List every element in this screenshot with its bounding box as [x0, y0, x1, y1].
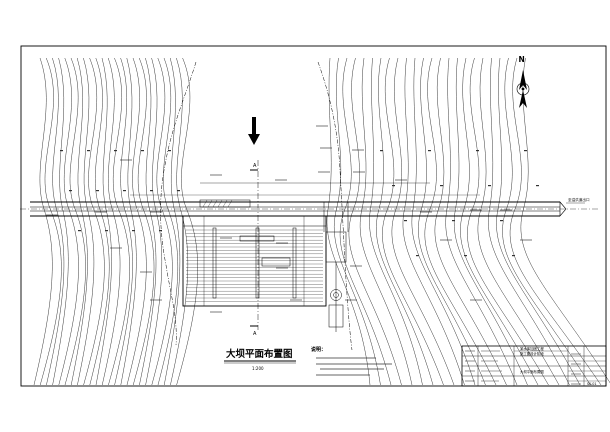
elevation-mark	[96, 190, 99, 192]
notes-text-lines	[316, 357, 392, 376]
elevation-mark	[464, 255, 467, 257]
elevation-mark	[168, 150, 171, 152]
elevation-mark	[512, 255, 515, 257]
elevation-mark	[404, 220, 407, 222]
elevation-mark	[141, 150, 144, 152]
contour-line	[502, 57, 591, 386]
elevation-mark	[536, 185, 539, 187]
contour-line	[339, 57, 392, 386]
elevation-mark	[87, 150, 90, 152]
contour-elevation-marks	[60, 150, 539, 257]
elevation-mark	[78, 230, 81, 232]
contour-line	[402, 57, 465, 386]
contour-line	[77, 57, 95, 386]
contour-line	[333, 57, 381, 386]
contour-line	[454, 57, 528, 386]
contour-line	[52, 57, 69, 386]
sheet-border	[20, 45, 607, 387]
contour-line	[83, 57, 105, 386]
excavation-boundary-right	[317, 61, 353, 351]
spillway-apron	[182, 215, 327, 307]
flow-direction-arrow	[248, 117, 260, 145]
contour-line	[126, 57, 147, 386]
annotation-marks	[46, 125, 532, 313]
elevation-mark	[69, 190, 72, 192]
contour-line	[411, 57, 476, 386]
contour-line	[326, 57, 371, 386]
elevation-mark	[159, 230, 162, 232]
contour-line	[108, 57, 130, 386]
notes-heading: 说明：	[311, 346, 326, 353]
spillway-piers	[212, 227, 297, 299]
elevation-mark	[416, 255, 419, 257]
elevation-mark	[105, 230, 108, 232]
contour-line	[348, 57, 402, 386]
contour-line	[33, 57, 53, 386]
section-mark-bottom: A	[253, 331, 257, 337]
axis-end-arrow	[559, 201, 567, 217]
contour-line	[120, 57, 137, 386]
elevation-mark	[392, 185, 395, 187]
contour-line	[151, 57, 173, 386]
contour-line	[58, 57, 79, 386]
contour-line	[488, 57, 570, 386]
elevation-mark	[524, 150, 527, 152]
control-building	[199, 199, 251, 208]
contour-line	[382, 57, 444, 386]
contour-line	[445, 57, 518, 386]
section-mark-top: A	[253, 163, 257, 169]
elevation-mark	[132, 230, 135, 232]
contour-line	[95, 57, 112, 386]
contour-line	[89, 57, 110, 386]
elevation-mark	[114, 150, 117, 152]
plan-scale: 1:200	[252, 366, 264, 371]
elevation-mark	[177, 190, 180, 192]
contour-line	[369, 57, 423, 386]
north-compass	[516, 70, 530, 108]
elevation-mark	[60, 150, 63, 152]
contour-line	[176, 57, 198, 386]
contour-line	[157, 57, 179, 386]
apron-hatching	[186, 229, 323, 302]
title-block-drawing-no: SK-01	[587, 382, 597, 386]
control-building-hatch	[202, 199, 233, 208]
elevation-mark	[476, 150, 479, 152]
elevation-mark	[380, 150, 383, 152]
title-block-blank-cells	[465, 350, 581, 385]
elevation-mark	[440, 185, 443, 187]
elevation-mark	[123, 190, 126, 192]
compass-label: N	[519, 55, 525, 64]
elevation-mark	[452, 220, 455, 222]
contour-line	[477, 57, 560, 386]
contour-line	[520, 57, 610, 384]
contour-line	[70, 57, 88, 386]
contour-line	[145, 57, 163, 386]
contour-line	[496, 57, 581, 386]
dam-crest-road	[20, 182, 600, 217]
contour-line	[509, 57, 602, 386]
contour-line	[170, 57, 189, 386]
axis-side-note: 至溢洪道出口	[568, 197, 590, 202]
elevation-mark	[428, 150, 431, 152]
outlet-structure	[323, 202, 349, 332]
contour-line	[376, 57, 434, 386]
title-block-stage: 施工图设计阶段	[520, 351, 544, 356]
title-block-project-name: 某水库加固工程	[520, 346, 544, 351]
excavation-boundary-left	[160, 61, 197, 346]
elevation-mark	[488, 185, 491, 187]
title-block-drawing-name: 大坝平面布置图	[520, 369, 544, 374]
contour-line	[101, 57, 121, 386]
contour-line	[467, 57, 549, 386]
contour-line	[114, 57, 133, 386]
elevation-mark	[500, 220, 503, 222]
contour-lines-right	[326, 57, 610, 386]
elevation-mark	[150, 190, 153, 192]
contour-lines-left	[33, 57, 198, 386]
title-block	[461, 345, 607, 387]
plan-title: 大坝平面布置图	[226, 348, 293, 360]
